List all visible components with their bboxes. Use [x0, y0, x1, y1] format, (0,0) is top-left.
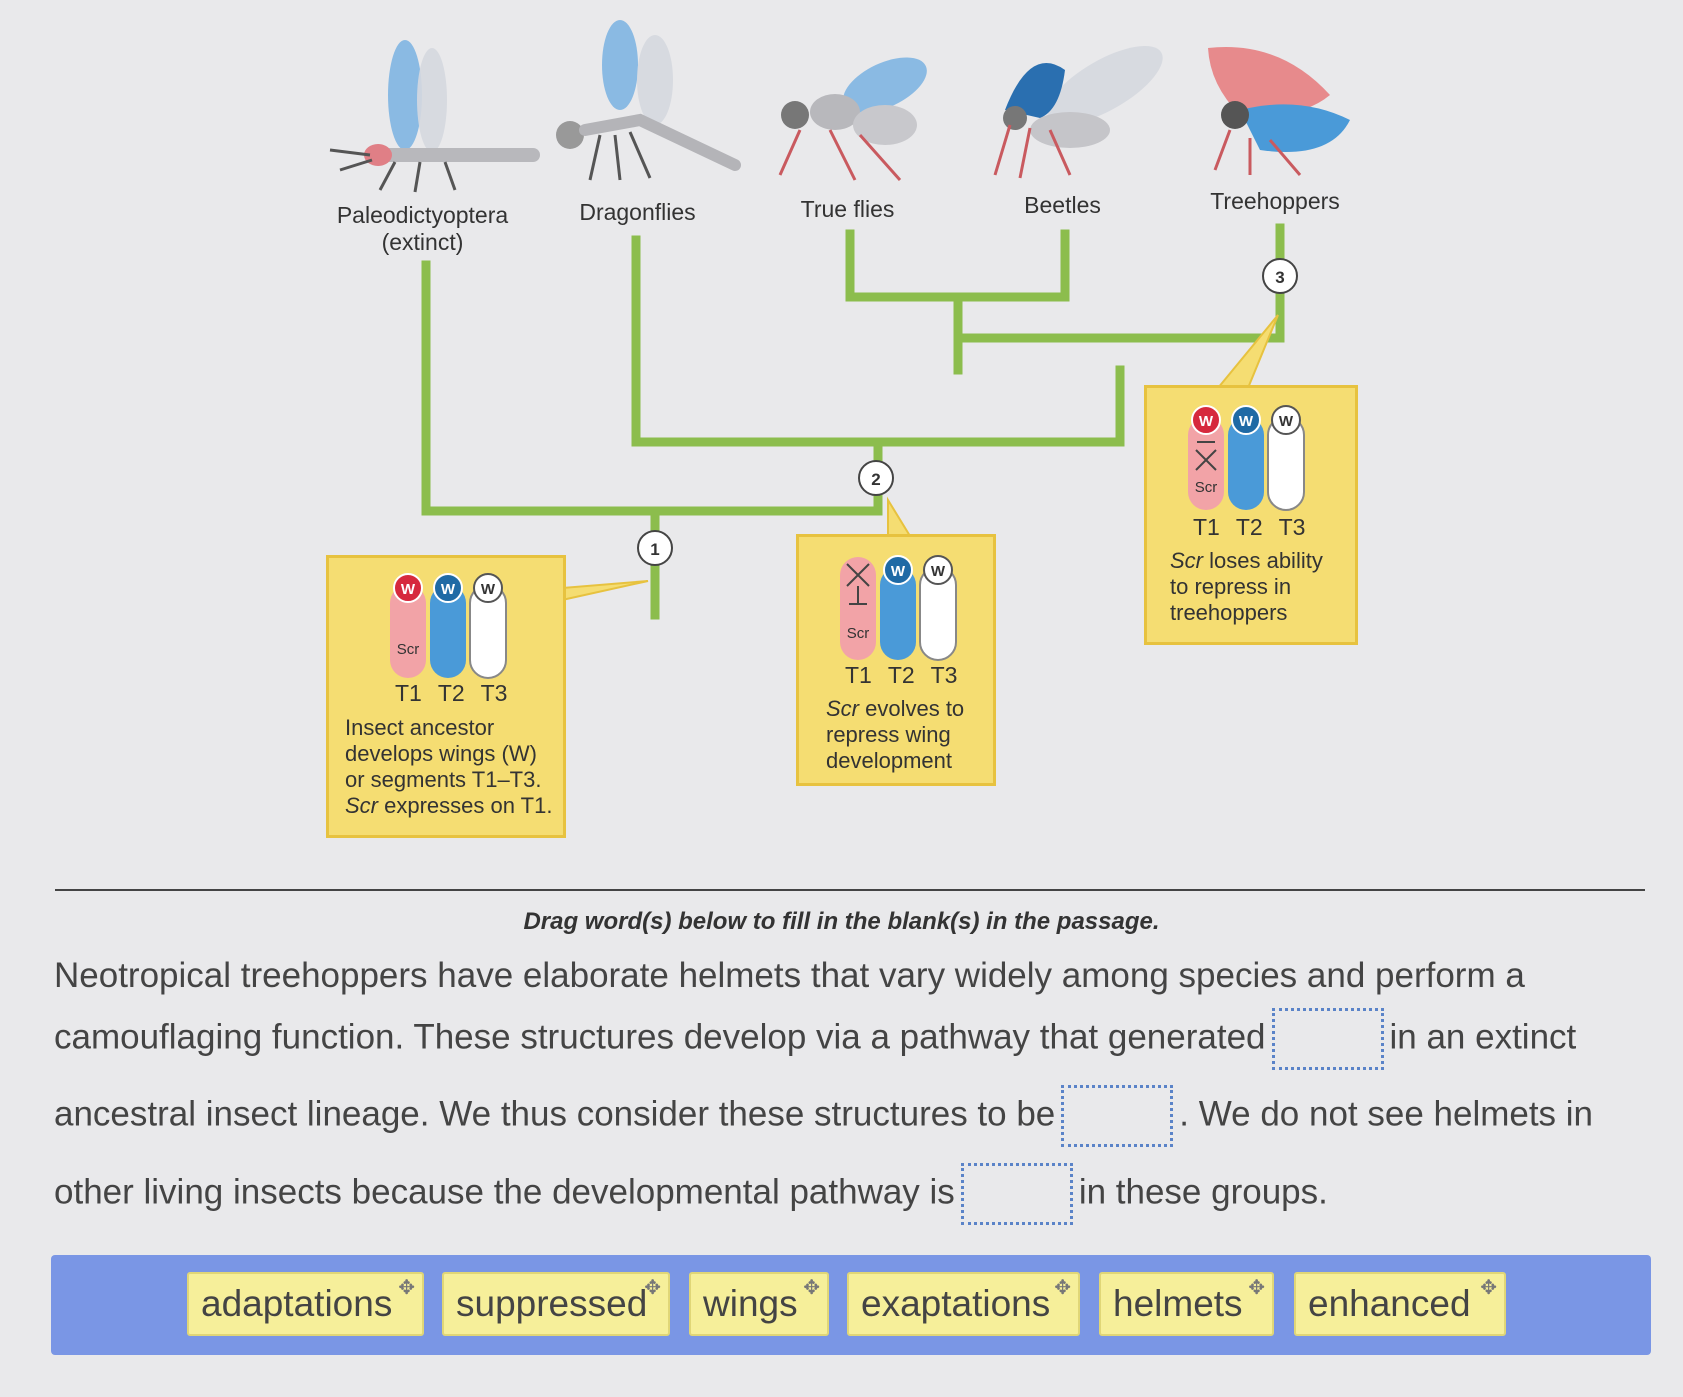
- word-chip-exaptations[interactable]: exaptations✥: [847, 1272, 1080, 1336]
- callout-3-line-1: Scr loses ability: [1170, 548, 1355, 574]
- move-icon: ✥: [1248, 1277, 1265, 1299]
- callout-2-line-1-rest: evolves to: [859, 696, 965, 721]
- callout-1-gene: Scr: [345, 793, 378, 818]
- word-chip-adaptations[interactable]: adaptations✥: [187, 1272, 424, 1336]
- callout-2-line-3: development: [826, 748, 952, 773]
- wing-label-t3: W: [481, 581, 496, 598]
- callout-pointer-3: [1215, 314, 1279, 389]
- passage-text-2b: in an extinct: [1389, 1017, 1577, 1057]
- callout-pointer-2: [887, 496, 912, 537]
- segment-diagram-3: W W W Scr: [1188, 405, 1305, 511]
- true-fly-illustration: [778, 57, 927, 181]
- passage-line-2: camouflaging function. These structures …: [54, 1008, 1576, 1070]
- gene-label-scr-b2: Scr: [847, 625, 870, 642]
- callout-3-line-3: treehoppers: [1170, 600, 1288, 625]
- word-chip-wings[interactable]: wings✥: [689, 1272, 829, 1336]
- passage-text-3a: ancestral insect lineage. We thus consid…: [54, 1094, 1056, 1134]
- word-chip-label: enhanced: [1308, 1283, 1471, 1324]
- passage-line-3: ancestral insect lineage. We thus consid…: [54, 1085, 1593, 1147]
- taxon-label-treehoppers: Treehoppers: [1210, 188, 1340, 214]
- taxon-status-extinct: (extinct): [381, 229, 464, 255]
- taxon-label-beetles: Beetles: [1024, 192, 1101, 218]
- wing-label-t3-b2: W: [931, 563, 946, 580]
- callout-1-line-2: develops wings (W): [345, 741, 537, 766]
- passage-text-3b: . We do not see helmets in: [1179, 1094, 1594, 1134]
- gene-label-scr-b3: Scr: [1195, 479, 1218, 496]
- wing-label-t1: W: [401, 581, 416, 598]
- taxon-label-paleodictyoptera: Paleodictyoptera (extinct): [330, 202, 515, 256]
- word-bank: adaptations✥ suppressed✥ wings✥ exaptati…: [51, 1255, 1651, 1355]
- callout-text-2: Scr evolves to repress wing development: [826, 696, 991, 774]
- wing-label-t1-b3: W: [1199, 413, 1214, 430]
- beetle-illustration: [993, 45, 1163, 179]
- word-chip-label: helmets: [1113, 1283, 1243, 1324]
- passage-line-4: other living insects because the develop…: [54, 1163, 1328, 1225]
- blank-2-drop-target[interactable]: [1061, 1085, 1174, 1147]
- callout-2-line-2: repress wing: [826, 722, 951, 747]
- callout-3-line-2: to repress in: [1170, 574, 1292, 599]
- move-icon: ✥: [803, 1277, 820, 1299]
- phylogeny-figure: 1 2 3: [329, 20, 1350, 620]
- move-icon: ✥: [1480, 1277, 1497, 1299]
- blank-3-drop-target[interactable]: [960, 1163, 1073, 1225]
- treehopper-illustration: [1208, 46, 1350, 176]
- passage-text-2a: camouflaging function. These structures …: [54, 1017, 1266, 1057]
- callout-text-1: Insect ancestor develops wings (W) or se…: [345, 715, 565, 819]
- callout-text-3: Scr loses ability to repress in treehopp…: [1170, 548, 1355, 626]
- passage-line-1: Neotropical treehoppers have elaborate h…: [54, 956, 1525, 996]
- word-chip-helmets[interactable]: helmets✥: [1099, 1272, 1274, 1336]
- segment-labels-1: T1 T2 T3: [395, 680, 508, 706]
- callout-2-line-1: Scr evolves to: [826, 696, 991, 722]
- move-icon: ✥: [1054, 1277, 1071, 1299]
- callout-1-line-4: Scr expresses on T1.: [345, 793, 565, 819]
- callout-pointer-1: [561, 580, 649, 602]
- dragonfly-illustration: [556, 20, 741, 181]
- word-chip-label: adaptations: [201, 1283, 393, 1324]
- node-1-label: 1: [650, 540, 659, 559]
- passage-text-1: Neotropical treehoppers have elaborate h…: [54, 956, 1525, 995]
- taxon-name-paleodictyoptera: Paleodictyoptera: [336, 202, 509, 228]
- node-3: 3: [1262, 258, 1298, 294]
- node-2-label: 2: [871, 470, 880, 489]
- section-divider: [55, 889, 1645, 891]
- instruction-text: Drag word(s) below to fill in the blank(…: [523, 908, 1160, 935]
- taxon-label-true-flies: True flies: [800, 196, 895, 222]
- move-icon: ✥: [644, 1277, 661, 1299]
- gene-label-scr: Scr: [397, 641, 420, 658]
- callout-1-line-1: Insect ancestor: [345, 715, 495, 740]
- callout-2-gene: Scr: [826, 696, 859, 721]
- callout-3-gene: Scr: [1170, 548, 1203, 573]
- wing-label-t2-b3: W: [1239, 413, 1254, 430]
- callout-3-line-1-rest: loses ability: [1203, 548, 1323, 573]
- wing-label-t2: W: [441, 581, 456, 598]
- wing-label-t3-b3: W: [1279, 413, 1294, 430]
- passage-text-4b: in these groups.: [1078, 1172, 1328, 1212]
- word-chip-suppressed[interactable]: suppressed✥: [442, 1272, 670, 1336]
- blank-1-drop-target[interactable]: [1271, 1008, 1384, 1070]
- callout-1-line-4-rest: expresses on T1.: [378, 793, 553, 818]
- segment-labels-3: T1 T2 T3: [1193, 514, 1306, 540]
- word-chip-label: wings: [703, 1283, 798, 1324]
- move-icon: ✥: [398, 1277, 415, 1299]
- passage-text-4a: other living insects because the develop…: [54, 1172, 955, 1212]
- node-3-label: 3: [1275, 268, 1284, 287]
- callout-1-line-3: or segments T1–T3.: [345, 767, 542, 792]
- paleodictyoptera-illustration: [329, 40, 540, 193]
- word-chip-enhanced[interactable]: enhanced ✥: [1294, 1272, 1506, 1336]
- node-2: 2: [858, 460, 894, 496]
- word-chip-label: suppressed: [456, 1283, 648, 1324]
- word-chip-label: exaptations: [861, 1283, 1051, 1324]
- taxon-label-dragonflies: Dragonflies: [579, 199, 696, 225]
- node-1: 1: [637, 530, 673, 566]
- segment-labels-2: T1 T2 T3: [845, 662, 958, 688]
- segment-diagram-1: W W W Scr: [390, 573, 507, 679]
- segment-diagram-2: W W Scr: [840, 555, 957, 661]
- wing-label-t2-b2: W: [891, 563, 906, 580]
